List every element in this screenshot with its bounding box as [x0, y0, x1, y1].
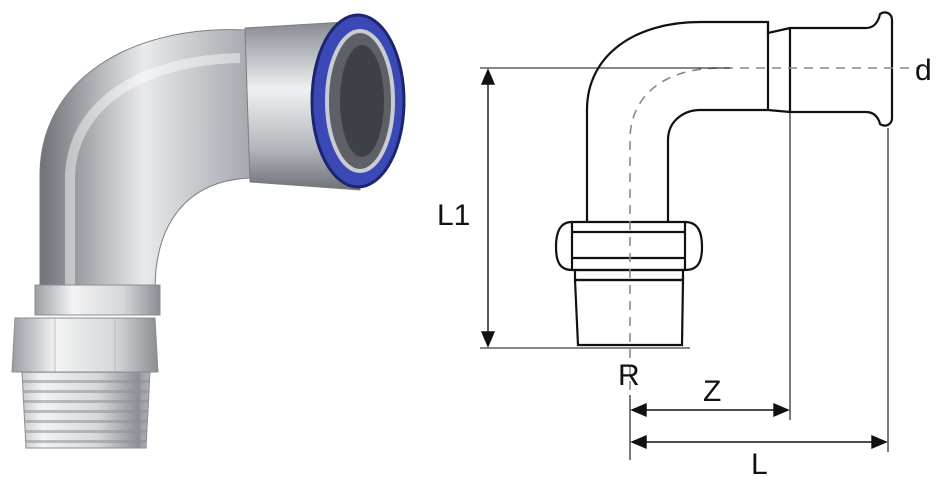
hex-nut — [11, 317, 159, 373]
label-l: L — [751, 448, 768, 477]
label-r: R — [618, 359, 640, 392]
elbow-outline — [585, 11, 894, 222]
hex-nut-outline — [554, 220, 704, 272]
thread-outline — [573, 278, 685, 347]
threaded-end — [21, 371, 151, 449]
elbow-highlight — [65, 53, 241, 290]
label-d: d — [915, 54, 932, 87]
label-l1: L1 — [437, 199, 470, 232]
dimension-l1 — [480, 68, 496, 348]
extension-lines — [480, 67, 889, 460]
collar — [34, 284, 161, 316]
thread-collar — [573, 268, 685, 282]
dimension-l — [630, 434, 888, 450]
label-z: Z — [703, 375, 721, 408]
technical-drawing — [480, 11, 920, 460]
fitting-photo — [11, 13, 406, 449]
socket-inner — [340, 45, 384, 157]
dimension-z — [630, 402, 790, 418]
